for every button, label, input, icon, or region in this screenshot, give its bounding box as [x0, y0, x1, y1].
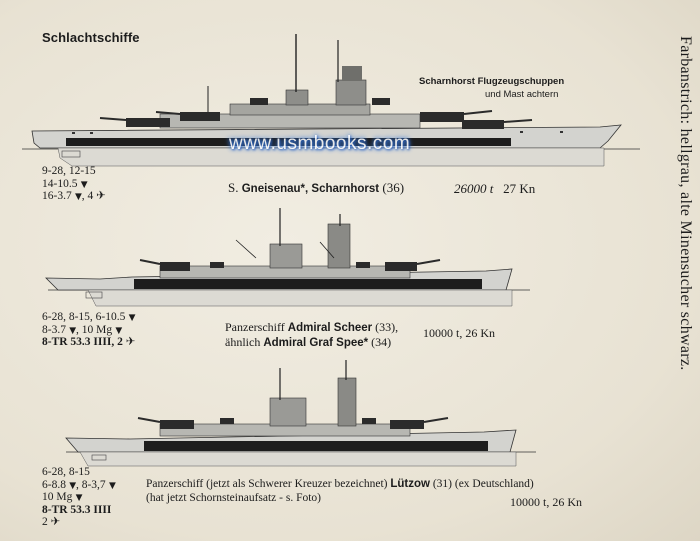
watermark-text: www.usmbooks.com — [229, 133, 411, 154]
aa-gun-icon: ▼ — [66, 479, 79, 492]
armament-line: 9-28, 12-15 — [42, 165, 96, 177]
aa-gun-icon: ▼ — [106, 479, 119, 492]
spec-ship2: 10000 t, 26 Kn — [423, 326, 495, 340]
spec-ship3: 10000 t, 26 Kn — [510, 495, 582, 509]
annotation-hangar: Scharnhorst Flugzeugschuppen und Mast ac… — [419, 76, 565, 100]
armament-line: 6-8.8▼, 8-3,7▼ — [42, 478, 119, 492]
aa-gun-icon: ▼ — [72, 191, 85, 203]
aa-gun-icon: ▼ — [66, 324, 79, 337]
caption-ship3: Panzerschiff (jetzt als Schwerer Kreuzer… — [146, 478, 534, 504]
armament-ship2: 6-28, 8-15, 6-10.5▼ 8-3.7▼, 10 Mg▼ 8-TR … — [42, 311, 138, 349]
caption-ship2: Panzerschiff Admiral Scheer (33), ähnlic… — [225, 320, 399, 349]
armament-line: 6-28, 8-15, 6-10.5▼ — [42, 311, 138, 324]
spec-ship1: 26000 t 27 Kn — [454, 181, 536, 196]
section-title: Schlachtschiffe — [42, 30, 140, 45]
aa-gun-icon: ▼ — [73, 492, 85, 504]
armament-line: 2 ✈ — [42, 516, 61, 528]
armament-line: 14-10.5▼ — [42, 177, 90, 191]
armament-line: 8-3.7▼, 10 Mg▼ — [42, 323, 125, 337]
armament-line: 16-3.7▼, 4 ✈ — [42, 190, 106, 203]
aa-gun-icon: ▼ — [126, 312, 138, 324]
armament-line: 10 Mg▼ — [42, 491, 85, 504]
armament-line: 6-28, 8-15 — [42, 466, 90, 478]
armament-ship3: 6-28, 8-15 6-8.8▼, 8-3,7▼ 10 Mg▼ 8-TR 53… — [42, 466, 119, 529]
aircraft-icon: ✈ — [125, 336, 136, 348]
aa-gun-icon: ▼ — [78, 178, 90, 191]
aa-gun-icon: ▼ — [113, 324, 125, 337]
armament-ship1: 9-28, 12-15 14-10.5▼ 16-3.7▼, 4 ✈ — [42, 165, 106, 203]
aircraft-icon: ✈ — [96, 190, 106, 202]
caption-ship1: S. Gneisenau*, Scharnhorst (36) — [228, 180, 405, 196]
armament-line: 8-TR 53.3 IIII, 2 ✈ — [42, 336, 136, 348]
armament-line: 8-TR 53.3 IIII — [42, 503, 112, 516]
aircraft-icon: ✈ — [50, 516, 61, 528]
